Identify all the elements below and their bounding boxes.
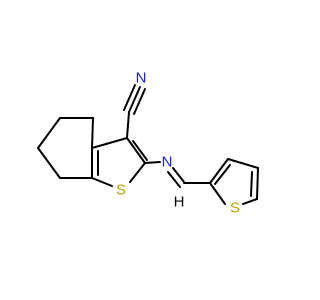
bond-c2-n xyxy=(144,161,161,164)
thiophene-ring xyxy=(209,158,259,205)
nitrile-triple-bond xyxy=(123,84,146,115)
fused-thiophene-ring xyxy=(91,137,148,187)
methine-hydrogen-label: H xyxy=(174,194,185,211)
molecule-diagram: N N S S H xyxy=(37,70,259,217)
imine-double-bond xyxy=(167,167,185,188)
imine-nitrogen-label: N xyxy=(162,154,173,171)
ring-sulfur-label: S xyxy=(116,182,126,199)
nitrile-nitrogen-label: N xyxy=(136,70,147,87)
thiophene-sulfur-label: S xyxy=(230,200,240,217)
structure-canvas: N N S S H xyxy=(37,69,259,217)
cyclohexane-ring xyxy=(37,117,94,179)
bond-c3-cn xyxy=(126,111,130,139)
